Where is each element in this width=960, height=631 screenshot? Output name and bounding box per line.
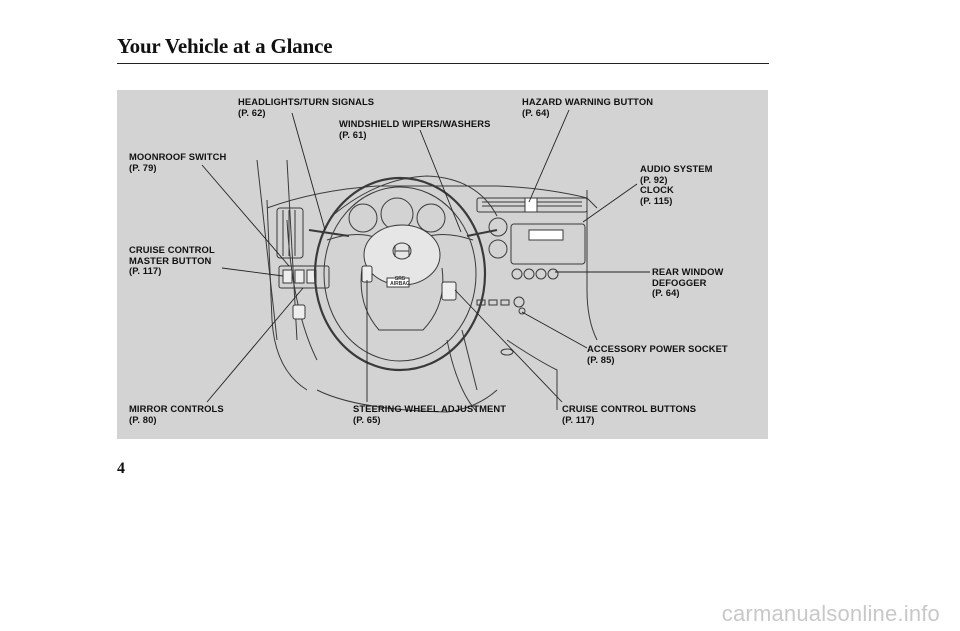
callout-hazard-ref: (P. 64) (522, 108, 653, 119)
callout-clock-label: CLOCK (640, 185, 713, 196)
dashboard-figure: SRS AIRBAG HEADLIGHTS/TURN SIGNALS (P. 6… (117, 90, 768, 439)
callout-steering-adjust: STEERING WHEEL ADJUSTMENT (P. 65) (353, 404, 506, 425)
callout-moonroof-ref: (P. 79) (129, 163, 226, 174)
callout-wipers: WINDSHIELD WIPERS/WASHERS (P. 61) (339, 119, 490, 140)
callout-cruise-buttons-label: CRUISE CONTROL BUTTONS (562, 404, 696, 415)
page-title: Your Vehicle at a Glance (117, 34, 332, 59)
callout-power-socket-label: ACCESSORY POWER SOCKET (587, 344, 728, 355)
callout-cruise-buttons: CRUISE CONTROL BUTTONS (P. 117) (562, 404, 696, 425)
title-rule (117, 63, 769, 64)
srs-badge: SRS AIRBAG (389, 277, 411, 287)
callout-headlights-label: HEADLIGHTS/TURN SIGNALS (238, 97, 374, 108)
callout-rear-defogger-ref: (P. 64) (652, 288, 723, 299)
callout-rear-defogger: REAR WINDOW DEFOGGER (P. 64) (652, 267, 723, 299)
callout-steering-adjust-label: STEERING WHEEL ADJUSTMENT (353, 404, 506, 415)
callout-headlights: HEADLIGHTS/TURN SIGNALS (P. 62) (238, 97, 374, 118)
callout-moonroof: MOONROOF SWITCH (P. 79) (129, 152, 226, 173)
callout-moonroof-label: MOONROOF SWITCH (129, 152, 226, 163)
callout-power-socket: ACCESSORY POWER SOCKET (P. 85) (587, 344, 728, 365)
watermark: carmanualsonline.info (722, 601, 940, 627)
callout-clock-ref: (P. 115) (640, 196, 713, 207)
callout-mirror: MIRROR CONTROLS (P. 80) (129, 404, 224, 425)
callout-steering-adjust-ref: (P. 65) (353, 415, 506, 426)
callout-audio-label: AUDIO SYSTEM (640, 164, 713, 175)
callout-cruise-master: CRUISE CONTROL MASTER BUTTON (P. 117) (129, 245, 215, 277)
callout-wipers-label: WINDSHIELD WIPERS/WASHERS (339, 119, 490, 130)
callout-hazard: HAZARD WARNING BUTTON (P. 64) (522, 97, 653, 118)
callout-rear-defogger-label: REAR WINDOW (652, 267, 723, 278)
callout-hazard-label: HAZARD WARNING BUTTON (522, 97, 653, 108)
callout-power-socket-ref: (P. 85) (587, 355, 728, 366)
callout-headlights-ref: (P. 62) (238, 108, 374, 119)
callout-audio: AUDIO SYSTEM (P. 92) CLOCK (P. 115) (640, 164, 713, 206)
page-number: 4 (117, 460, 125, 478)
callout-wipers-ref: (P. 61) (339, 130, 490, 141)
callout-cruise-master-label: CRUISE CONTROL (129, 245, 215, 256)
callout-mirror-ref: (P. 80) (129, 415, 224, 426)
callout-mirror-label: MIRROR CONTROLS (129, 404, 224, 415)
callout-cruise-master-ref: (P. 117) (129, 266, 215, 277)
callout-cruise-buttons-ref: (P. 117) (562, 415, 696, 426)
